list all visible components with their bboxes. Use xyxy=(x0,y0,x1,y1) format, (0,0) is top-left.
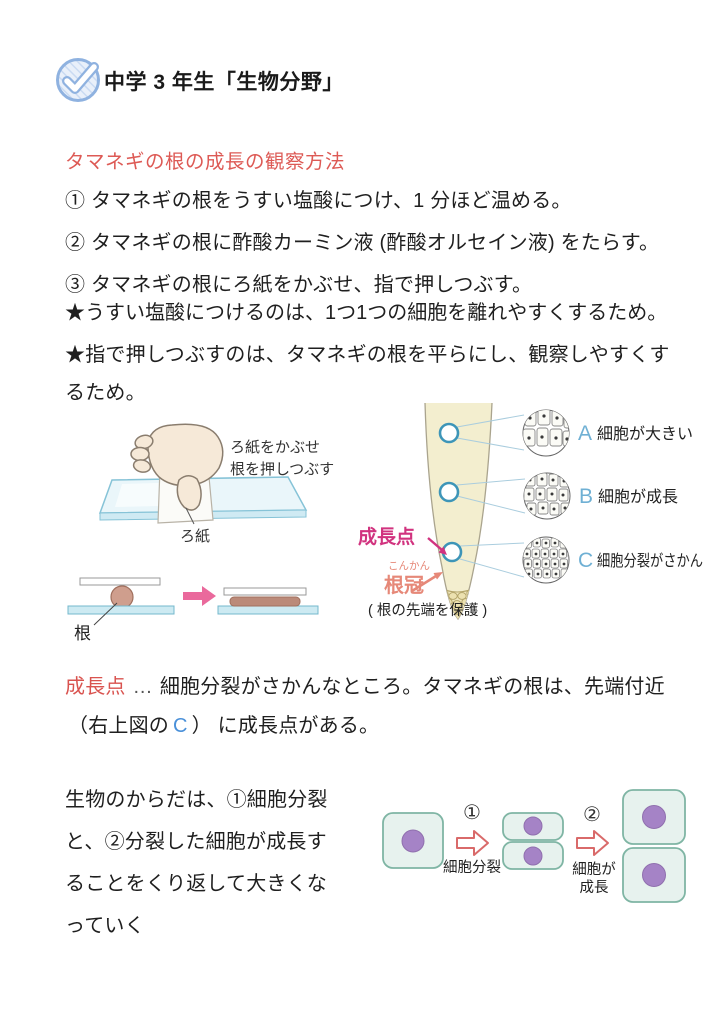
figure-reference-c: C xyxy=(173,715,188,737)
growth-point-term: 成長点 xyxy=(65,676,126,698)
arrow-right-icon xyxy=(456,830,489,856)
division-step1-label: 細胞分裂 xyxy=(443,859,501,876)
division-step2-label-line1: 細胞が xyxy=(572,861,616,878)
body-line-2: と、②分裂した細胞が成長す xyxy=(65,831,327,853)
root-cap-label: 根冠 xyxy=(384,573,424,597)
body-line-4: っていく xyxy=(65,915,145,937)
nuclei xyxy=(401,805,666,887)
cells xyxy=(382,789,686,903)
root-sample xyxy=(110,585,134,609)
zone-a-label: 細胞が大きい xyxy=(597,425,693,443)
press-caption-line2: 根を押しつぶす xyxy=(230,461,334,478)
note-1: ★うすい塩酸につけるのは、1つ1つの細胞を離れやすくするため。 xyxy=(65,302,668,324)
page-title: 中学 3 年生「生物分野」 xyxy=(104,71,344,94)
zone-b-letter: B xyxy=(579,485,593,508)
zone-c-letter: C xyxy=(578,549,593,572)
division-step1-number: ① xyxy=(463,802,481,824)
note-3: るため。 xyxy=(65,382,146,404)
sample-points xyxy=(438,422,463,563)
root-cap-note: ( 根の先端を保護 ) xyxy=(368,602,487,619)
magnifier-lines xyxy=(456,414,526,578)
arrow-right-icon xyxy=(183,586,216,606)
step-1: ① タマネギの根をうすい塩酸につけ、1 分ほど温める。 xyxy=(65,190,572,212)
step-2: ② タマネギの根に酢酸カーミン液 (酢酸オルセイン液) をたらす。 xyxy=(65,232,660,254)
filter-paper-label: ろ紙 xyxy=(180,528,210,545)
body-line-3: ることをくり返して大きくな xyxy=(65,873,327,895)
body-line-1: 生物のからだは、①細胞分裂 xyxy=(65,789,328,811)
division-step2-label-line2: 成長 xyxy=(580,879,609,896)
cell-division-diagram: ① 細胞分裂 ② 細胞が 成長 xyxy=(382,789,686,903)
arrow-right-icon xyxy=(576,830,609,856)
growth-point-definition-line1: 成長点 … 細胞分裂がさかんなところ。タマネギの根は、先端付近 xyxy=(65,670,665,699)
press-caption-line1: ろ紙をかぶせ xyxy=(230,439,320,456)
root-tip-diagram: A 細胞が大きい B 細胞が成長 C 細胞分裂がさかん 成長点 こんかん 根冠 … xyxy=(358,402,703,621)
before-after-diagram: 根 xyxy=(67,577,319,643)
hand-icon xyxy=(130,423,224,511)
press-root-diagram: ろ紙をかぶせ 根を押しつぶす ろ紙 根 xyxy=(67,423,334,643)
section-heading: タマネギの根の成長の観察方法 xyxy=(65,151,346,173)
root-cap-ruby: こんかん xyxy=(388,560,430,572)
growth-point-arrow-icon xyxy=(427,537,447,555)
check-circle-icon xyxy=(56,58,100,102)
division-step2-number: ② xyxy=(583,804,601,826)
growth-point-label: 成長点 xyxy=(358,525,415,548)
zone-b-label: 細胞が成長 xyxy=(598,488,678,506)
note-2: ★指で押しつぶすのは、タマネギの根を平らにし、観察しやすくす xyxy=(65,344,670,366)
root-cap-arrow-icon xyxy=(411,572,443,593)
zone-c-label: 細胞分裂がさかん xyxy=(597,552,703,570)
definition-text: 細胞分裂がさかんなところ。タマネギの根は、先端付近 xyxy=(159,676,665,698)
root-label: 根 xyxy=(74,624,91,643)
zone-a-letter: A xyxy=(578,422,592,445)
definition-separator: … xyxy=(132,676,153,698)
step-3: ③ タマネギの根にろ紙をかぶせ、指で押しつぶす。 xyxy=(65,274,533,296)
